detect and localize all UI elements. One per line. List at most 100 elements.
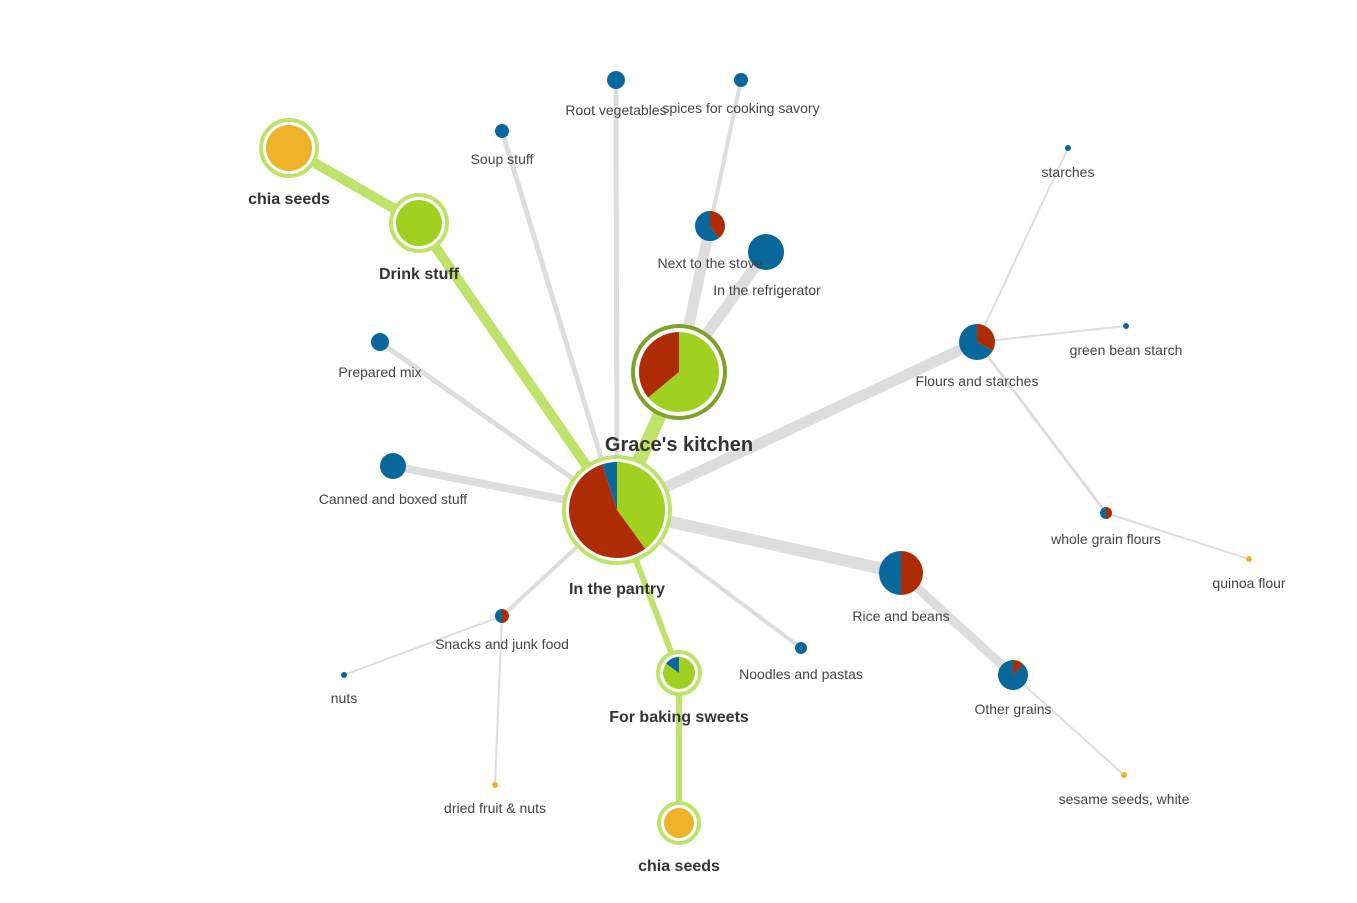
node-label-graces-kitchen: Grace's kitchen: [605, 434, 753, 456]
edge-in-the-pantry-to-root-vegetables: [613, 79, 620, 511]
node-label-in-the-refrigerator: In the refrigerator: [713, 282, 821, 298]
nodes-layer: [259, 71, 1252, 845]
pie-slice-blue: [371, 333, 389, 351]
pie-slice-yellow: [266, 125, 312, 171]
pie-slice-blue: [879, 551, 901, 595]
node-root-vegetables[interactable]: [607, 71, 625, 89]
pie-slice-blue: [695, 211, 719, 242]
node-label-quinoa-flour: quinoa flour: [1212, 575, 1286, 591]
node-label-sesame-seeds-white: sesame seeds, white: [1059, 791, 1190, 807]
pie-slice-blue: [748, 234, 784, 270]
pie-slice-blue: [1123, 323, 1129, 329]
pie-slice-red: [977, 324, 996, 351]
node-snacks-and-junk-food[interactable]: [495, 609, 509, 623]
pie-slice-blue: [734, 73, 748, 87]
pie-slice-green: [396, 200, 442, 246]
node-dried-fruit-nuts[interactable]: [492, 782, 498, 788]
pie-slice-blue: [495, 609, 502, 623]
edges-layer: [286, 79, 1250, 823]
node-label-root-vegetables: Root vegetables: [565, 102, 666, 118]
node-soup-stuff[interactable]: [495, 124, 509, 138]
node-chia-seeds-top[interactable]: [259, 118, 319, 178]
node-label-rice-and-beans: Rice and beans: [852, 608, 949, 624]
edge-in-the-pantry-to-drink-stuff: [414, 220, 622, 513]
edge-other-grains-to-sesame-seeds-white: [1012, 674, 1125, 776]
node-drink-stuff[interactable]: [389, 193, 449, 253]
pie-slice-blue: [666, 657, 679, 673]
pie-slice-blue: [495, 124, 509, 138]
edge-next-to-the-stove-to-spices-for-cooking-savory: [708, 79, 743, 227]
node-for-baking-sweets[interactable]: [656, 650, 702, 696]
node-label-in-the-pantry: In the pantry: [569, 581, 665, 598]
pie-slice-blue: [380, 453, 406, 479]
node-label-whole-grain-flours: whole grain flours: [1050, 531, 1161, 547]
node-spices-for-cooking-savory[interactable]: [734, 73, 748, 87]
node-label-flours-and-starches: Flours and starches: [916, 373, 1039, 389]
node-whole-grain-flours[interactable]: [1100, 507, 1112, 519]
pie-slice-red: [710, 211, 726, 239]
node-chia-seeds-bottom[interactable]: [657, 801, 701, 845]
pie-slice-blue: [607, 71, 625, 89]
pie-slice-blue: [602, 462, 617, 510]
node-label-green-bean-starch: green bean starch: [1070, 342, 1183, 358]
node-label-starches: starches: [1042, 164, 1095, 180]
node-rice-and-beans[interactable]: [879, 551, 923, 595]
node-label-chia-seeds-bottom: chia seeds: [638, 858, 720, 875]
node-label-dried-fruit-nuts: dried fruit & nuts: [444, 800, 546, 816]
pie-slice-blue: [959, 324, 993, 360]
labels-layer: Grace's kitchen In the pantry Drink stuff c…: [248, 100, 1286, 875]
pie-slice-yellow: [664, 808, 694, 838]
pie-slice-red: [639, 331, 679, 398]
node-in-the-refrigerator[interactable]: [748, 234, 784, 270]
pie-slice-blue: [997, 660, 1029, 691]
pie-slice-blue: [1065, 145, 1071, 151]
node-in-the-pantry[interactable]: [562, 455, 672, 565]
pie-slice-green: [617, 462, 665, 549]
node-label-spices-for-cooking-savory: spices for cooking savory: [662, 100, 819, 116]
pie-slice-blue: [795, 642, 807, 654]
node-label-for-baking-sweets: For baking sweets: [609, 709, 749, 726]
node-canned-and-boxed-stuff[interactable]: [380, 453, 406, 479]
pie-slice-yellow: [1121, 772, 1127, 778]
node-prepared-mix[interactable]: [371, 333, 389, 351]
pie-slice-yellow: [1246, 556, 1252, 562]
pie-slice-blue: [341, 672, 347, 678]
edge-flours-and-starches-to-whole-grain-flours: [975, 341, 1108, 514]
node-noodles-and-pastas[interactable]: [795, 642, 807, 654]
node-flours-and-starches[interactable]: [959, 324, 996, 360]
node-graces-kitchen[interactable]: [631, 324, 727, 420]
node-quinoa-flour[interactable]: [1246, 556, 1252, 562]
node-sesame-seeds-white[interactable]: [1121, 772, 1127, 778]
node-label-snacks-and-junk-food: Snacks and junk food: [435, 636, 569, 652]
node-label-next-to-the-stove: Next to the stove: [657, 255, 762, 271]
edge-whole-grain-flours-to-quinoa-flour: [1105, 512, 1250, 560]
pie-slice-red: [1106, 507, 1112, 519]
node-label-chia-seeds-top: chia seeds: [248, 191, 330, 208]
edge-in-the-pantry-to-flours-and-starches: [614, 337, 980, 515]
node-other-grains[interactable]: [997, 660, 1029, 691]
pie-slice-red: [502, 609, 509, 623]
edge-snacks-and-junk-food-to-dried-fruit-nuts: [494, 615, 503, 786]
edge-snacks-and-junk-food-to-nuts: [343, 615, 503, 676]
pie-slice-yellow: [492, 782, 498, 788]
node-nuts[interactable]: [341, 672, 347, 678]
pie-slice-red: [901, 551, 923, 595]
node-label-noodles-and-pastas: Noodles and pastas: [739, 666, 863, 682]
node-starches[interactable]: [1065, 145, 1071, 151]
node-label-nuts: nuts: [331, 690, 357, 706]
node-label-canned-and-boxed-stuff: Canned and boxed stuff: [319, 491, 468, 507]
pie-slice-red: [1013, 660, 1024, 675]
node-green-bean-starch[interactable]: [1123, 323, 1129, 329]
node-label-prepared-mix: Prepared mix: [338, 364, 421, 380]
pie-slice-blue: [1100, 507, 1106, 519]
edge-rice-and-beans-to-other-grains: [897, 569, 1017, 679]
edge-flours-and-starches-to-starches: [976, 147, 1069, 343]
pie-slice-red: [569, 464, 646, 558]
node-label-drink-stuff: Drink stuff: [379, 266, 460, 283]
edge-flours-and-starches-to-green-bean-starch: [976, 325, 1127, 343]
pie-slice-green: [648, 332, 720, 412]
node-next-to-the-stove[interactable]: [695, 211, 726, 242]
node-label-soup-stuff: Soup stuff: [471, 151, 534, 167]
edge-in-the-pantry-to-soup-stuff: [499, 130, 620, 511]
